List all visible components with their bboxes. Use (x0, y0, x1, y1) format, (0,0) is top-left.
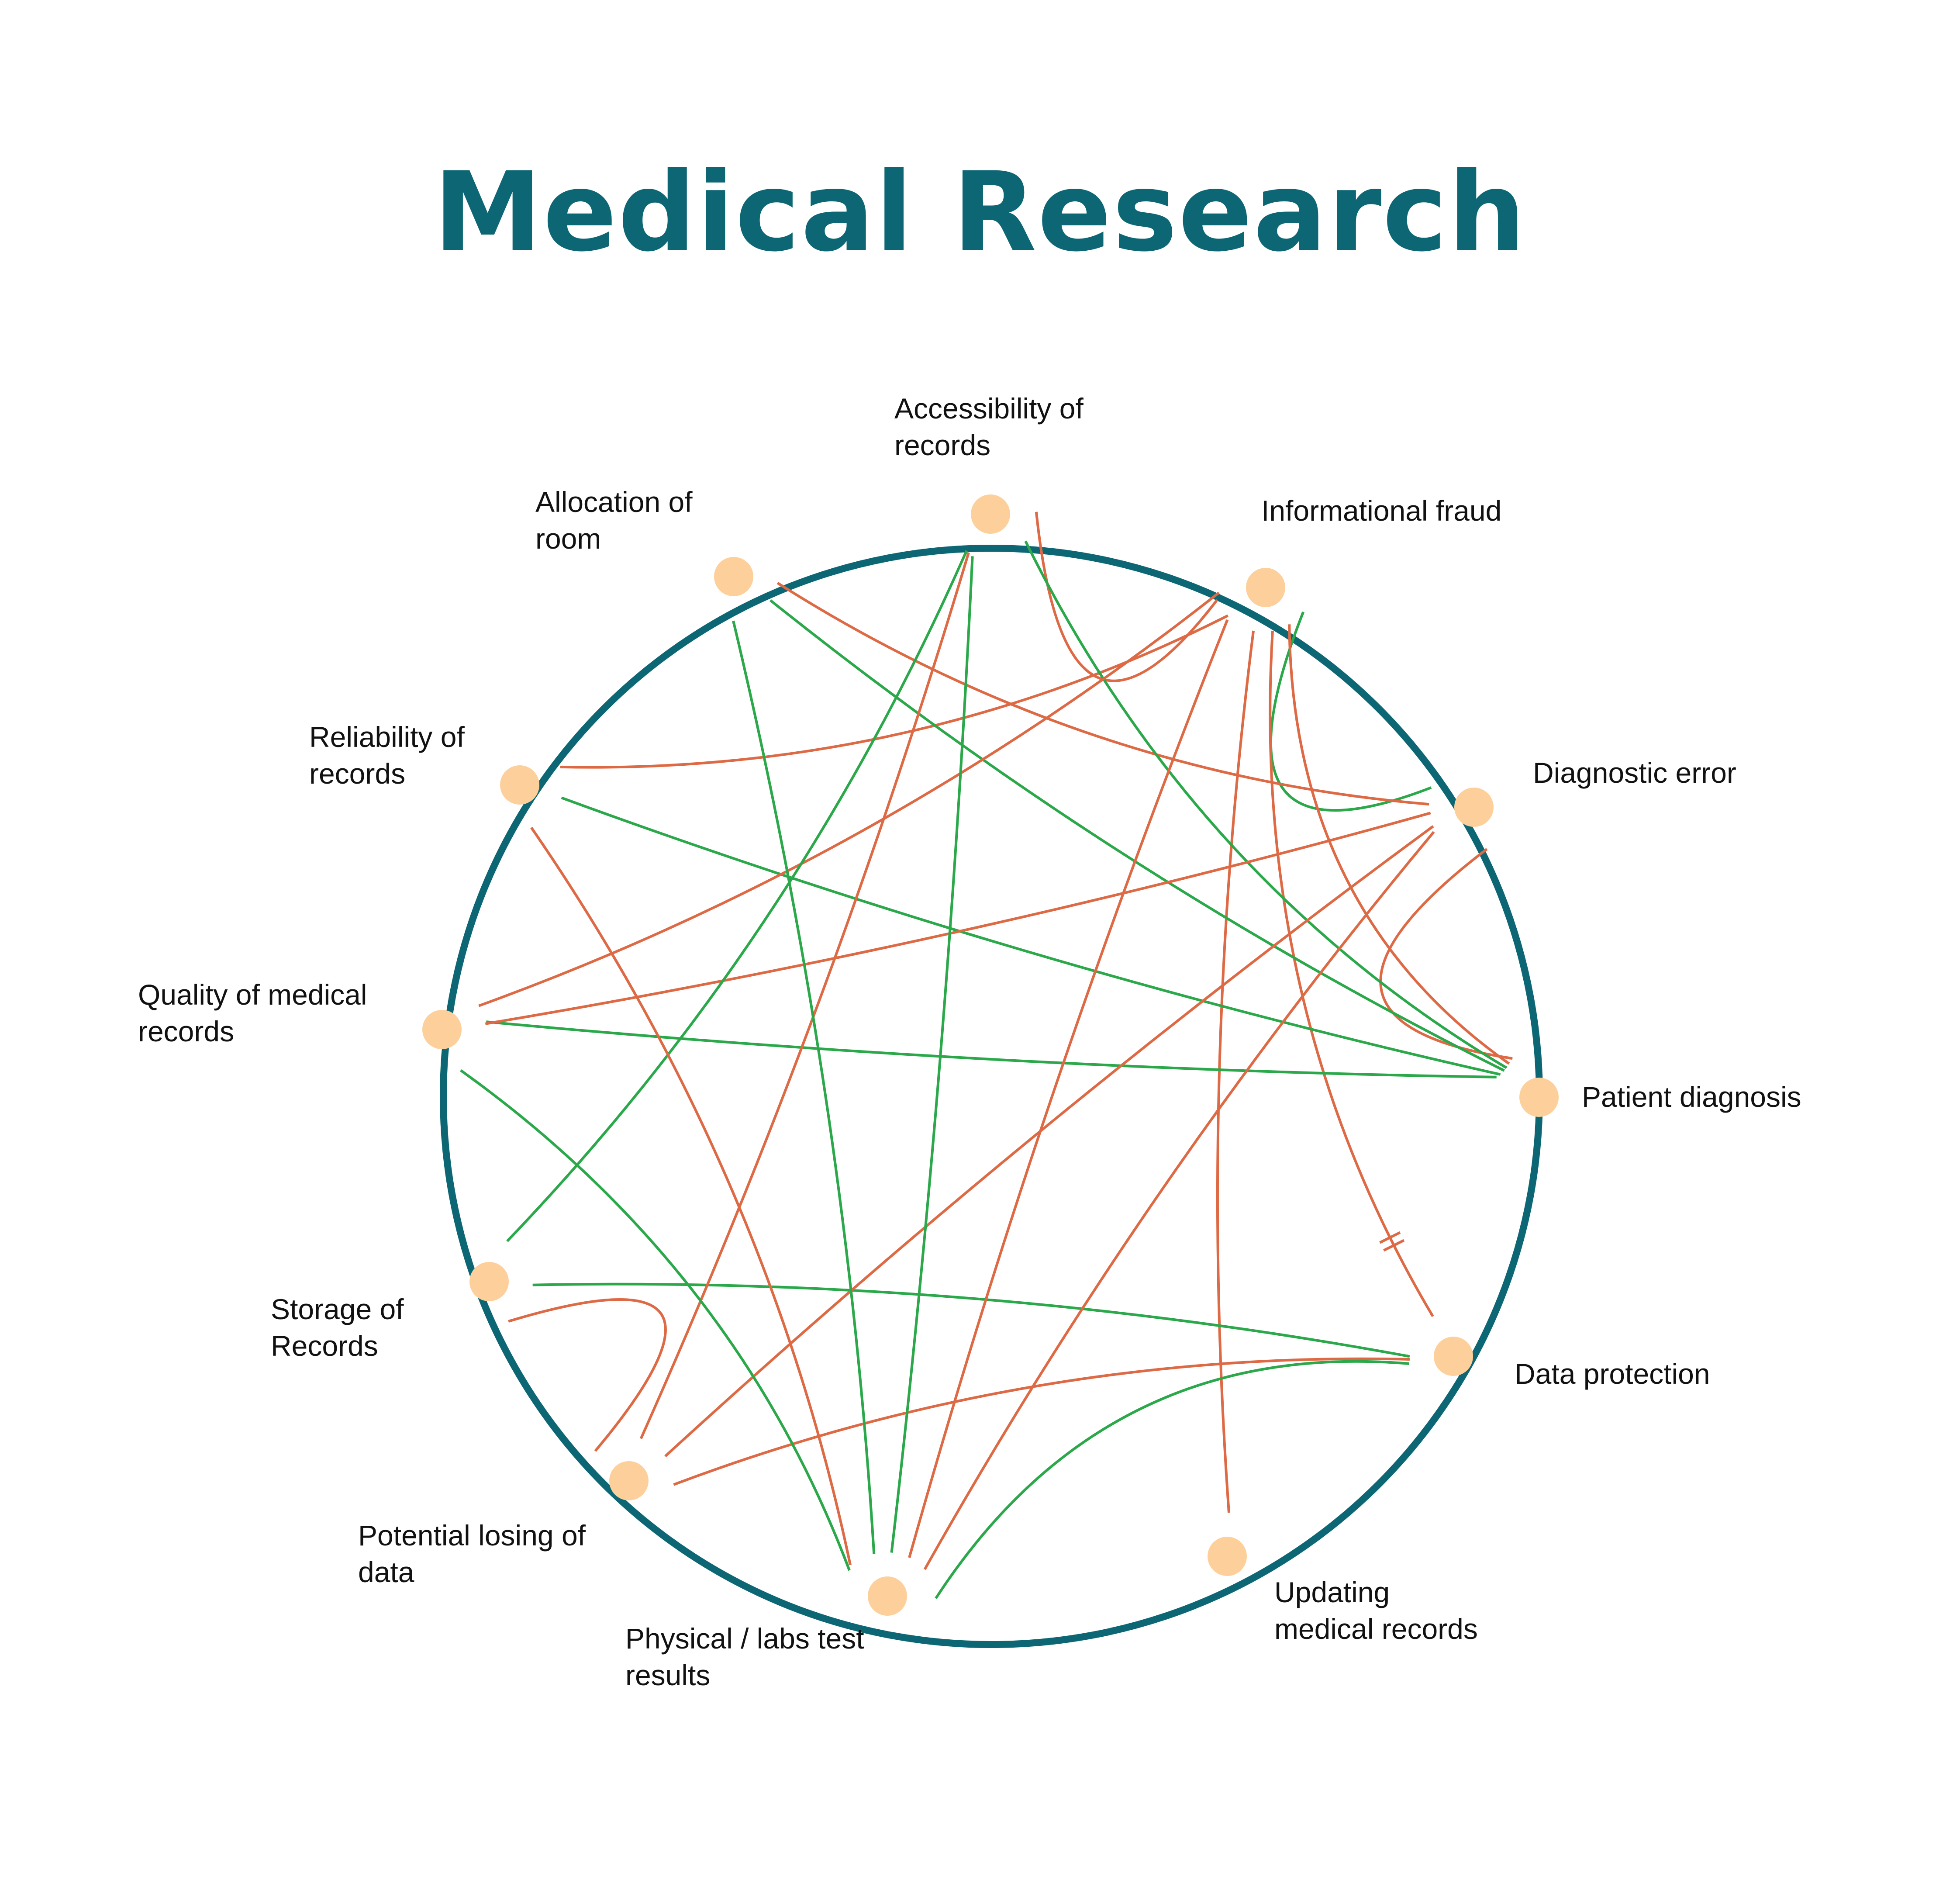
node-label-line: records (894, 429, 990, 461)
node-label-line: records (138, 1015, 234, 1047)
link-fraud-to-patient_diag (1288, 624, 1510, 1065)
delay-mark-2 (1383, 1239, 1405, 1252)
node-label-line: results (625, 1659, 710, 1691)
link-fraud-to-reliability (559, 614, 1228, 769)
node-label-line: records (309, 757, 405, 790)
node-label-line: Updating (1274, 1576, 1390, 1608)
node-label-updating: Updating medical records (1274, 1576, 1478, 1645)
link-physical-to-diag_error (923, 831, 1435, 1570)
delay-mark-1 (1379, 1231, 1401, 1244)
node-label-line: Physical / labs test (625, 1622, 864, 1655)
link-diag_error-to-fraud (1269, 611, 1432, 812)
link-fraud-to-data_protection (1269, 630, 1434, 1317)
link-reliability-to-patient_diag (561, 796, 1501, 1076)
node-label-losing: Potential losing of data (358, 1519, 586, 1588)
link-quality-to-diag_error (485, 812, 1431, 1025)
node-label-line: data (358, 1556, 414, 1588)
node-label-line: Quality of medical (138, 978, 367, 1011)
node-label-patient_diag: Patient diagnosis (1582, 1081, 1801, 1113)
node-allocation (714, 557, 753, 596)
node-label-line: room (535, 522, 601, 555)
node-label-allocation: Allocation of room (535, 486, 693, 555)
link-losing-to-data_protection (673, 1357, 1410, 1486)
link-accessibility-to-patient_diag (1024, 540, 1508, 1069)
link-physical-to-accessibility (890, 556, 974, 1553)
page-title: Medical Research (433, 149, 1527, 276)
node-label-physical: Physical / labs test results (625, 1622, 864, 1691)
node-diag_error (1454, 788, 1494, 827)
node-patient_diag (1519, 1078, 1559, 1117)
node-label-line: Patient diagnosis (1582, 1081, 1801, 1113)
node-label-fraud: Informational fraud (1261, 494, 1501, 527)
node-label-line: Reliability of (309, 721, 465, 753)
link-quality-to-fraud (478, 591, 1220, 1007)
node-label-line: Data protection (1515, 1358, 1710, 1390)
link-losing-to-diag_error (664, 825, 1434, 1458)
link-quality-to-patient_diag (486, 1020, 1497, 1079)
node-label-line: Diagnostic error (1533, 757, 1736, 789)
link-losing-to-storage (508, 1298, 667, 1452)
link-losing-to-accessibility (639, 552, 970, 1439)
node-physical (868, 1576, 907, 1616)
node-label-line: Allocation of (535, 486, 693, 518)
node-label-quality: Quality of medical records (138, 978, 367, 1047)
link-allocation-to-patient_diag (770, 599, 1505, 1072)
link-physical-to-reliability (530, 826, 852, 1566)
link-layer (460, 511, 1513, 1599)
node-reliability (500, 765, 539, 805)
node-label-line: Informational fraud (1261, 494, 1501, 527)
node-label-line: Storage of (271, 1293, 404, 1325)
node-updating (1208, 1537, 1247, 1576)
link-fraud-to-accessibility (1035, 511, 1218, 682)
link-physical-to-quality (460, 1069, 851, 1571)
node-label-line: medical records (1274, 1613, 1478, 1645)
link-diag_error-to-patient_diag (1379, 848, 1513, 1060)
link-physical-to-data_protection (935, 1360, 1410, 1599)
node-data_protection (1434, 1337, 1473, 1376)
node-label-storage: Storage of Records (271, 1293, 404, 1362)
link-physical-to-allocation (732, 620, 876, 1554)
node-quality (422, 1010, 462, 1049)
node-label-line: Accessibility of (894, 392, 1084, 425)
link-storage-to-data_protection (532, 1282, 1410, 1358)
node-storage (469, 1262, 509, 1301)
node-accessibility (971, 494, 1010, 534)
node-losing (609, 1461, 649, 1500)
node-label-data_protection: Data protection (1515, 1358, 1710, 1390)
node-fraud (1246, 568, 1285, 607)
link-physical-to-fraud (908, 619, 1229, 1558)
node-label-line: Records (271, 1330, 378, 1362)
node-label-accessibility: Accessibility of records (894, 392, 1084, 461)
link-storage-to-accessibility (506, 550, 968, 1242)
node-layer (422, 494, 1559, 1616)
node-label-line: Potential losing of (358, 1519, 586, 1552)
node-label-diag_error: Diagnostic error (1533, 757, 1736, 789)
boundary-ring (440, 545, 1543, 1648)
link-diag_error-to-allocation (776, 581, 1429, 806)
node-label-reliability: Reliability of records (309, 721, 465, 790)
